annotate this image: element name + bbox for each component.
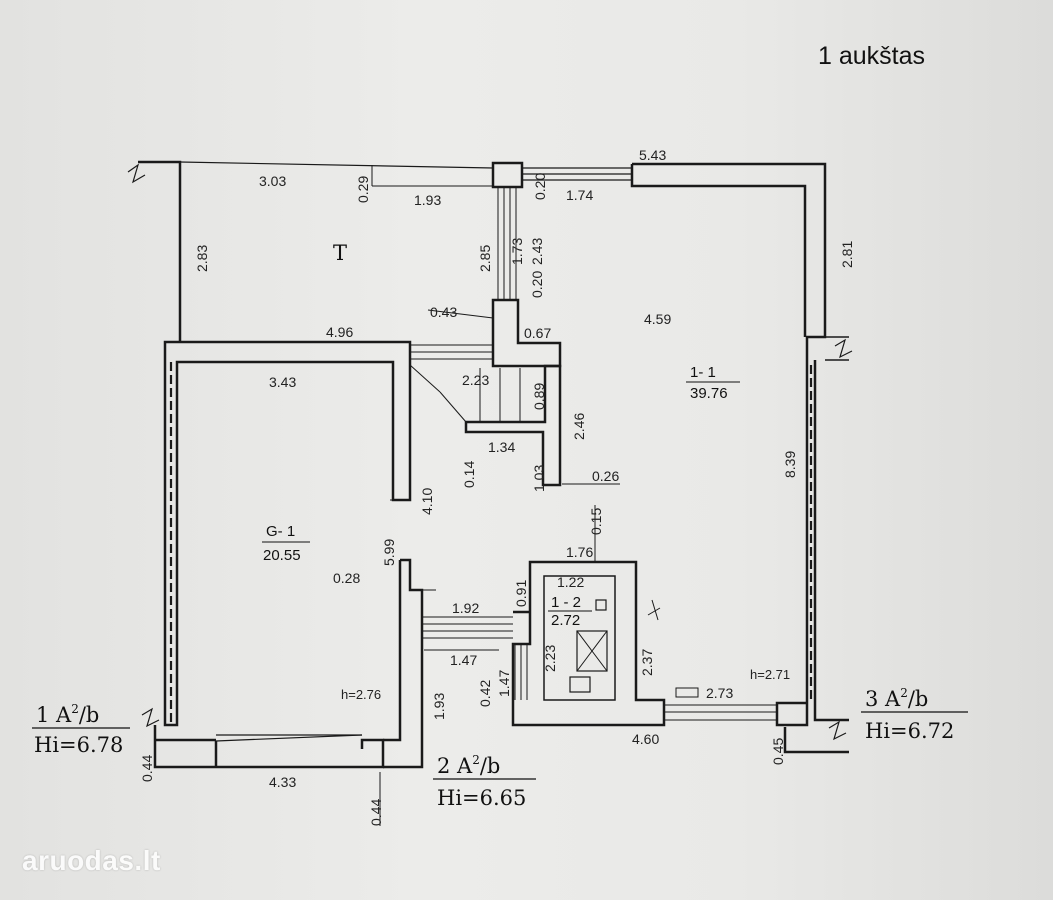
living-area: 39.76 bbox=[690, 385, 728, 402]
dim-label: 0.89 bbox=[531, 383, 547, 410]
dim-label: 1.74 bbox=[566, 187, 593, 203]
living-height: h=2.71 bbox=[750, 667, 790, 682]
dim-label: 0.42 bbox=[477, 680, 493, 707]
dim-label: 0.44 bbox=[139, 755, 155, 782]
garage-height: h=2.76 bbox=[341, 687, 381, 702]
corner-3-hi: Hi=6.72 bbox=[865, 719, 954, 743]
corner-1-suffix: /b bbox=[79, 703, 100, 727]
corner-2-suffix: /b bbox=[480, 754, 501, 778]
corner-3-suffix: /b bbox=[908, 687, 929, 711]
garage-area: 20.55 bbox=[263, 547, 301, 564]
dim-label: 0.67 bbox=[524, 325, 551, 341]
corner-2-hi: Hi=6.65 bbox=[437, 786, 526, 810]
dim-label: 0.20 bbox=[532, 173, 548, 200]
dim-label: 2.85 bbox=[477, 245, 493, 272]
dim-label: 1.03 bbox=[531, 465, 547, 492]
corner-marker-2: 2 A2/b Hi=6.65 bbox=[433, 753, 536, 810]
dim-label: 1.47 bbox=[496, 670, 512, 697]
corner-1-hi: Hi=6.78 bbox=[34, 733, 123, 757]
corner-1-sup: 2 bbox=[71, 702, 79, 716]
dimension-labels: 3.03 0.29 1.93 0.20 1.74 5.43 2.83 2.85 … bbox=[139, 147, 855, 826]
floor-title: 1 aukštas bbox=[817, 42, 925, 70]
dim-label: 0.91 bbox=[513, 580, 529, 607]
dim-label: 0.45 bbox=[770, 738, 786, 765]
dim-label: 0.15 bbox=[588, 508, 604, 535]
dim-label: 1.93 bbox=[414, 192, 441, 208]
terrace-left-wall bbox=[138, 160, 182, 342]
corner-3-sup: 2 bbox=[900, 686, 908, 700]
dim-label: 0.28 bbox=[333, 570, 360, 586]
dim-label: 0.14 bbox=[461, 461, 477, 488]
dim-label: 8.39 bbox=[782, 451, 798, 478]
room-labels: T G- 1 20.55 1- 1 39.76 1 - 2 2.72 h=2.7… bbox=[262, 241, 790, 702]
dim-label: 0.26 bbox=[592, 468, 619, 484]
dim-label: 1.47 bbox=[450, 652, 477, 668]
terrace-label: T bbox=[333, 241, 347, 265]
walls bbox=[127, 160, 853, 826]
corner-marker-1: 1 A2/b Hi=6.78 bbox=[32, 702, 130, 757]
watermark-logo: aruodas.lt bbox=[22, 845, 161, 876]
dim-label: 2.46 bbox=[571, 413, 587, 440]
dim-label: 2.83 bbox=[194, 245, 210, 272]
corner-1-label: 1 A bbox=[36, 703, 72, 727]
dim-label: 3.43 bbox=[269, 374, 296, 390]
svg-text:3 A2/b: 3 A2/b bbox=[865, 686, 928, 711]
corner-2-sup: 2 bbox=[472, 753, 480, 767]
dim-label: 0.44 bbox=[368, 799, 384, 826]
dim-label: 2.73 bbox=[706, 685, 733, 701]
dim-label: 4.96 bbox=[326, 324, 353, 340]
dim-label: 5.99 bbox=[381, 539, 397, 566]
dim-label: 2.43 bbox=[529, 238, 545, 265]
dim-label: 4.33 bbox=[269, 774, 296, 790]
dim-label: 5.43 bbox=[639, 147, 666, 163]
dim-label: 4.59 bbox=[644, 311, 671, 327]
svg-text:1 A2/b: 1 A2/b bbox=[36, 702, 99, 727]
dim-label: 1.92 bbox=[452, 600, 479, 616]
column-top bbox=[491, 161, 524, 189]
garage-code: G- 1 bbox=[266, 523, 295, 540]
dim-label: 3.03 bbox=[259, 173, 286, 189]
dim-label: 2.37 bbox=[639, 649, 655, 676]
dim-label: 1.22 bbox=[557, 574, 584, 590]
dim-label: 0.43 bbox=[430, 304, 457, 320]
dim-label: 0.29 bbox=[355, 176, 371, 203]
bath-area: 2.72 bbox=[551, 612, 580, 629]
corner-2-label: 2 A bbox=[437, 754, 473, 778]
dim-label: 1.93 bbox=[431, 693, 447, 720]
corner-3-label: 3 A bbox=[865, 687, 901, 711]
dim-label: 1.34 bbox=[488, 439, 515, 455]
dim-label: 2.23 bbox=[542, 645, 558, 672]
dim-label: 1.73 bbox=[509, 238, 525, 265]
dim-label: 0.20 bbox=[529, 271, 545, 298]
terrace-top-line bbox=[179, 161, 494, 169]
dim-label: 4.60 bbox=[632, 731, 659, 747]
svg-text:2 A2/b: 2 A2/b bbox=[437, 753, 500, 778]
bath-code: 1 - 2 bbox=[551, 594, 581, 611]
living-code: 1- 1 bbox=[690, 364, 716, 381]
corner-marker-3: 3 A2/b Hi=6.72 bbox=[861, 686, 968, 743]
dim-label: 1.76 bbox=[566, 544, 593, 560]
dim-label: 2.81 bbox=[839, 241, 855, 268]
dim-label: 4.10 bbox=[419, 488, 435, 515]
dim-label: 2.23 bbox=[462, 372, 489, 388]
